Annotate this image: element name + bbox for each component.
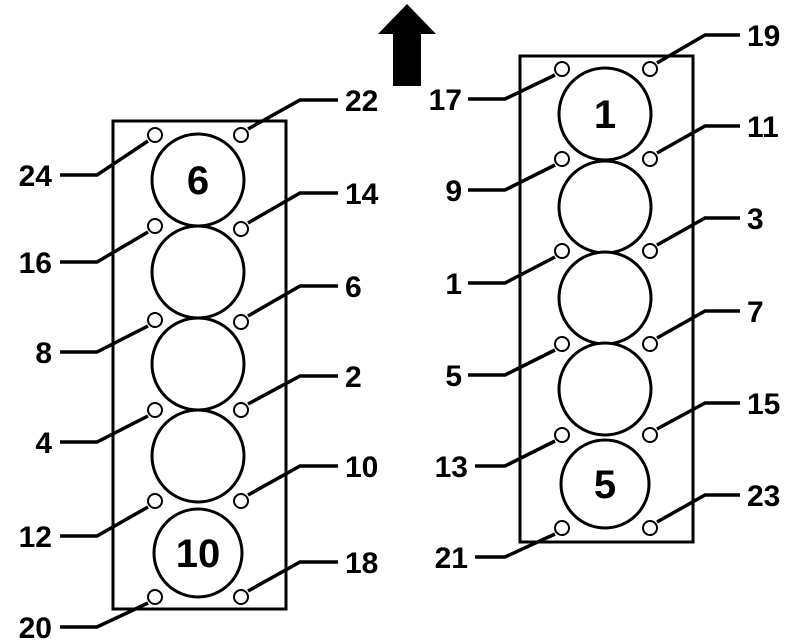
leader-line	[60, 324, 149, 354]
bolt-label: 12	[19, 521, 52, 554]
bolt-hole	[642, 427, 658, 443]
bolt-hole	[642, 243, 658, 259]
leader-line	[656, 493, 740, 524]
leader-line	[656, 33, 740, 65]
right-cylinder-4	[557, 341, 653, 437]
bolt-label: 24	[19, 160, 53, 193]
leader-line	[468, 348, 556, 377]
leader-line	[60, 230, 149, 264]
leader-line	[247, 191, 338, 225]
leader-line	[656, 309, 740, 340]
leader-line	[60, 601, 149, 629]
leader-line	[656, 216, 740, 247]
leader-line	[475, 439, 556, 468]
bolt-hole	[147, 127, 163, 143]
left-cylinder-4	[150, 408, 246, 504]
bolt-label: 22	[345, 85, 378, 118]
bolt-label: 7	[747, 296, 764, 329]
right-cylinder-5-label: 5	[594, 463, 616, 507]
bolt-label: 9	[445, 175, 462, 208]
leader-line	[60, 414, 149, 444]
bolt-hole	[233, 402, 249, 418]
bolt-label: 8	[35, 337, 52, 370]
bolt-label: 16	[19, 247, 52, 280]
bolt-label: 13	[435, 451, 468, 484]
right-cylinder-5	[559, 438, 651, 530]
bolt-label: 23	[747, 480, 780, 513]
bolt-hole	[642, 520, 658, 536]
up-arrow-icon	[378, 4, 436, 86]
bolt-hole	[554, 520, 570, 536]
bolt-hole	[147, 493, 163, 509]
leader-line	[60, 505, 149, 538]
left-cylinder-5	[152, 507, 244, 599]
bolt-label: 11	[747, 111, 779, 144]
left-cylinder-head: 6 10 24 22 16 14 8 6 4	[19, 85, 379, 642]
bolt-hole	[642, 151, 658, 167]
left-cylinder-5-label: 10	[176, 532, 221, 576]
bolt-hole	[233, 314, 249, 330]
leader-line	[468, 255, 556, 285]
leader-line	[656, 401, 740, 431]
bolt-hole	[147, 312, 163, 328]
bolt-label: 2	[345, 361, 362, 394]
bolt-hole	[554, 336, 570, 352]
bolt-label: 3	[747, 203, 764, 236]
bolt-hole	[554, 243, 570, 259]
leader-line	[247, 98, 338, 131]
bolt-label: 21	[435, 542, 468, 575]
bolt-label: 5	[445, 360, 462, 393]
right-cylinder-2	[557, 159, 653, 255]
leader-line	[60, 139, 149, 177]
leader-line	[247, 464, 338, 497]
bolt-hole	[554, 427, 570, 443]
leader-line	[468, 73, 556, 101]
bolt-label: 6	[345, 271, 362, 304]
bolt-label: 20	[19, 612, 52, 642]
bolt-hole	[147, 402, 163, 418]
right-cylinder-1-label: 1	[594, 93, 616, 137]
bolt-label: 4	[35, 427, 52, 460]
bolt-hole	[147, 218, 163, 234]
bolt-hole	[554, 61, 570, 77]
leader-line	[247, 284, 338, 318]
bolt-hole	[147, 589, 163, 605]
left-cylinder-2	[150, 224, 246, 320]
left-cylinder-1-label: 6	[187, 159, 209, 203]
bolt-label: 14	[345, 178, 379, 211]
bolt-label: 17	[429, 84, 462, 117]
leader-line	[656, 124, 740, 155]
leader-line	[247, 560, 338, 593]
leader-line	[468, 163, 556, 192]
bolt-hole	[233, 221, 249, 237]
bolt-label: 15	[747, 388, 780, 421]
leader-line	[475, 532, 556, 559]
bolt-hole	[233, 127, 249, 143]
bolt-label: 18	[345, 547, 378, 580]
bolt-hole	[554, 151, 570, 167]
left-cylinder-3	[150, 316, 246, 412]
bolt-label: 19	[747, 20, 780, 53]
bolt-hole	[233, 493, 249, 509]
right-cylinder-3	[557, 250, 653, 346]
bolt-label: 10	[345, 451, 378, 484]
bolt-hole	[233, 589, 249, 605]
leader-line	[247, 374, 338, 406]
right-cylinder-head: 1 5 17 19 9 11 1 3 5	[429, 20, 781, 575]
bolt-hole	[642, 61, 658, 77]
bolt-label: 1	[445, 268, 462, 301]
bolt-hole	[642, 336, 658, 352]
